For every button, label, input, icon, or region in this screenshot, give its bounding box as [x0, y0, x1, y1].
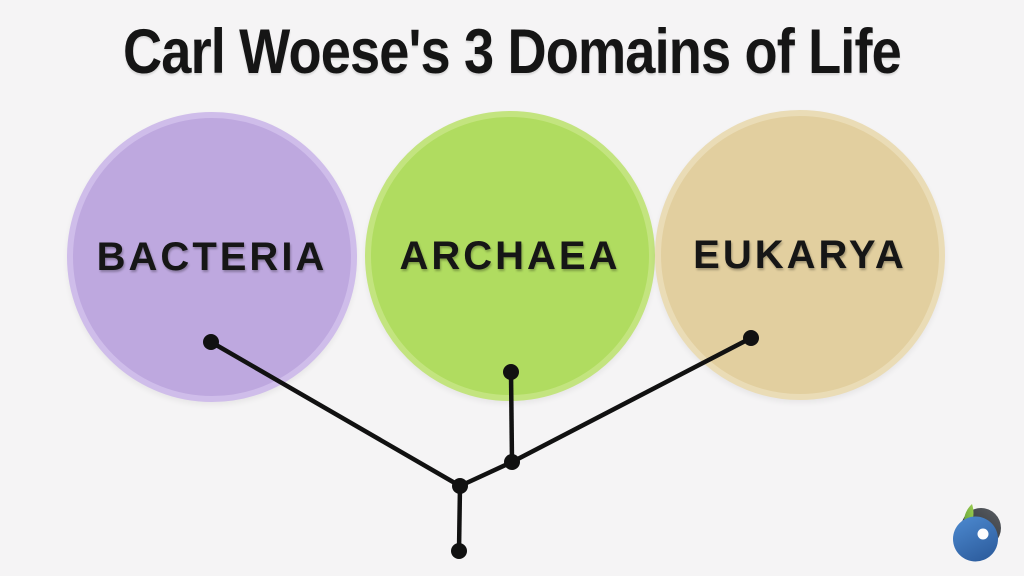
logo-ball-shape	[953, 516, 998, 562]
tree-node-main_junction	[452, 478, 468, 494]
biology-online-logo	[953, 504, 1001, 562]
domain-label-eukarya: EUKARYA	[693, 232, 907, 277]
domain-circle-bacteria: BACTERIA	[67, 112, 357, 402]
logo-hole-shape	[977, 528, 989, 540]
domain-label-archaea: ARCHAEA	[399, 233, 621, 278]
domain-label-bacteria: BACTERIA	[96, 234, 328, 279]
tree-node-root	[451, 543, 467, 559]
domain-circle-archaea: ARCHAEA	[365, 111, 655, 401]
tree-node-upper_junction	[504, 454, 520, 470]
tree-branch-main_junction-root	[456, 485, 463, 552]
page-title: Carl Woese's 3 Domains of Life	[123, 17, 902, 87]
domain-circle-eukarya: EUKARYA	[655, 110, 945, 400]
tree-branch-main_junction-upper_junction	[459, 459, 513, 489]
